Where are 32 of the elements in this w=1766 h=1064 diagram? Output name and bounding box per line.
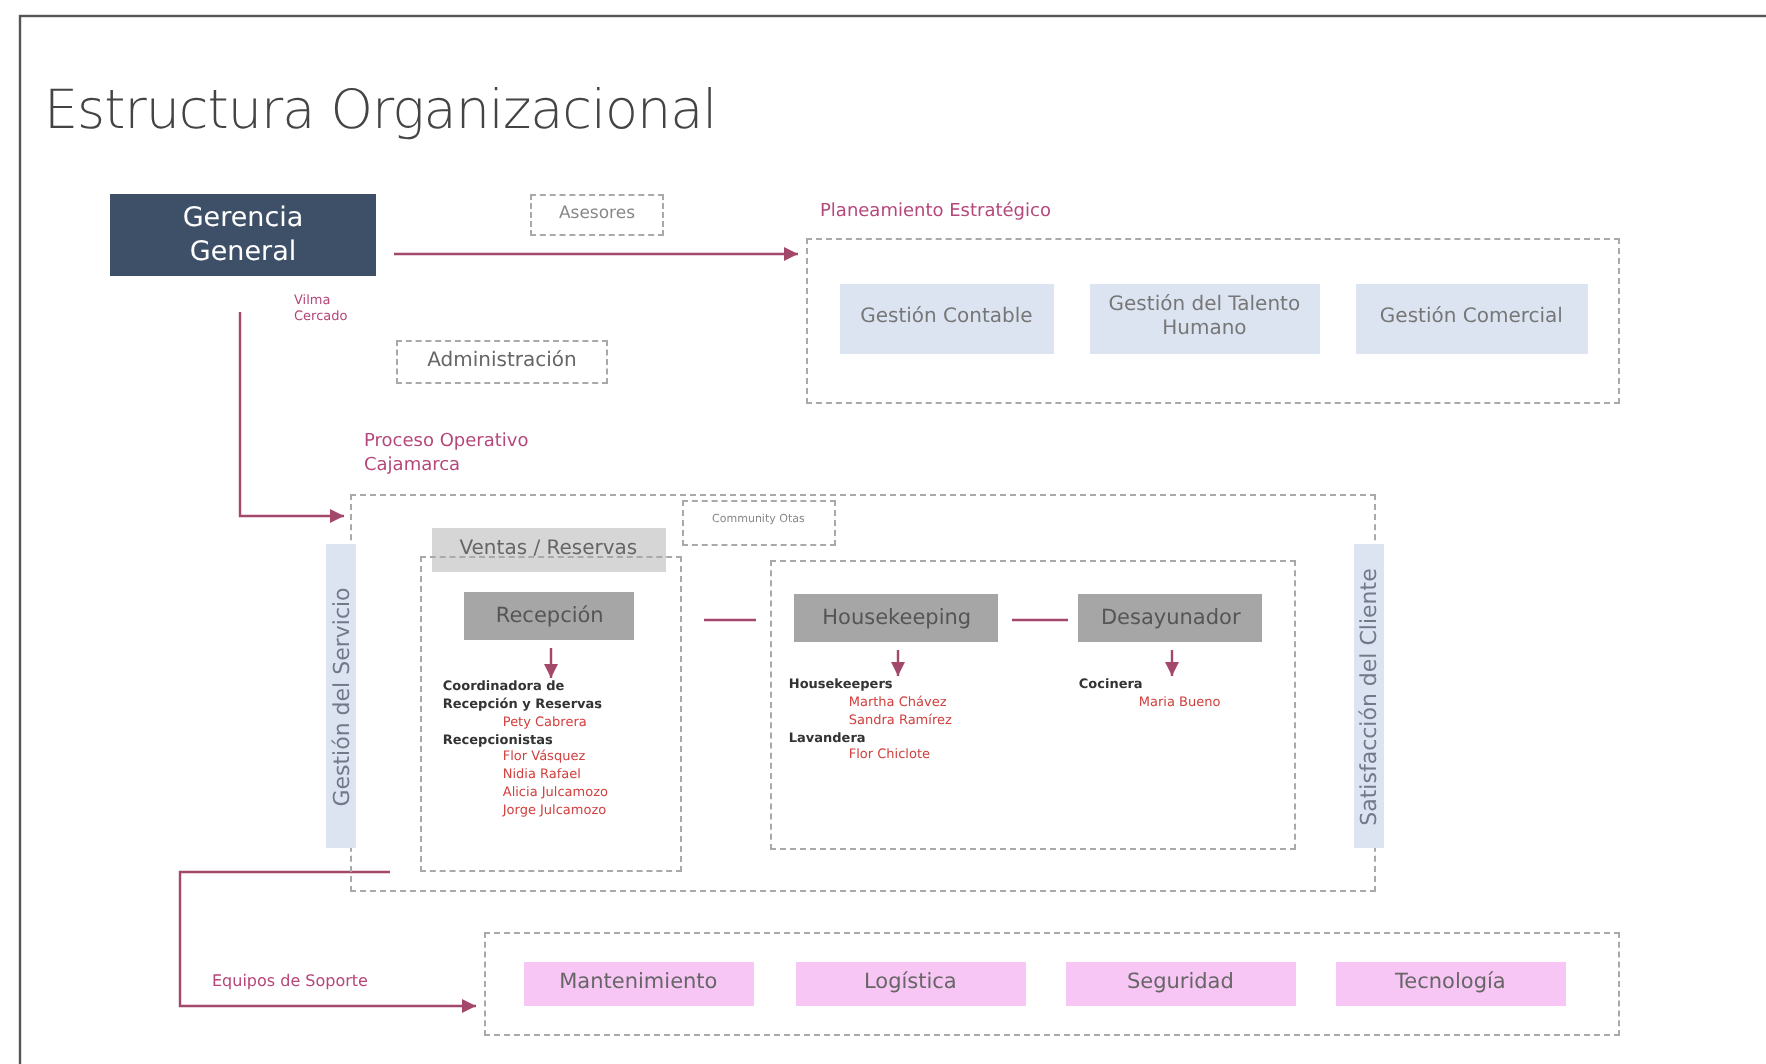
connector-arrow bbox=[178, 870, 476, 1013]
dashed-box: Administración bbox=[396, 340, 608, 384]
department-box: Gestión Contable bbox=[839, 283, 1054, 354]
support-box: Logística bbox=[795, 961, 1026, 1006]
connector-arrow bbox=[1165, 650, 1179, 676]
dashed-group-box bbox=[769, 559, 1296, 850]
vertical-bar: Gestión del Servicio bbox=[326, 544, 356, 848]
title: Estructura Organizacional bbox=[44, 80, 717, 142]
connector-arrow bbox=[394, 247, 798, 261]
process-box: Housekeeping bbox=[794, 594, 999, 643]
process-box: Recepción bbox=[464, 592, 635, 641]
dashed-group-box bbox=[419, 555, 682, 872]
support-box: Tecnología bbox=[1335, 961, 1566, 1006]
dashed-box: Asesores bbox=[530, 194, 664, 236]
connector-line bbox=[704, 618, 756, 622]
connector-line bbox=[1012, 618, 1068, 622]
support-box: Mantenimiento bbox=[523, 961, 754, 1006]
edge-label: Equipos de Soporte bbox=[212, 972, 368, 992]
support-box: Seguridad bbox=[1065, 961, 1296, 1006]
department-box: Gestión del Talento Humano bbox=[1089, 283, 1320, 354]
connector-arrow bbox=[238, 312, 344, 523]
vertical-bar: Satisfacción del Cliente bbox=[1354, 544, 1384, 848]
group-heading: Planeamiento Estratégico bbox=[820, 202, 1051, 225]
process-box: Gerencia General bbox=[110, 194, 376, 276]
group-heading: Proceso Operativo bbox=[364, 432, 529, 455]
connector-arrow bbox=[544, 648, 558, 678]
department-box: Gestión Comercial bbox=[1355, 283, 1588, 354]
group-heading: Cajamarca bbox=[364, 456, 461, 479]
header-box: Ventas / Reservas bbox=[431, 527, 666, 572]
connector-arrow bbox=[891, 650, 905, 676]
dashed-group-box bbox=[484, 932, 1620, 1036]
process-box: Desayunador bbox=[1078, 594, 1263, 643]
